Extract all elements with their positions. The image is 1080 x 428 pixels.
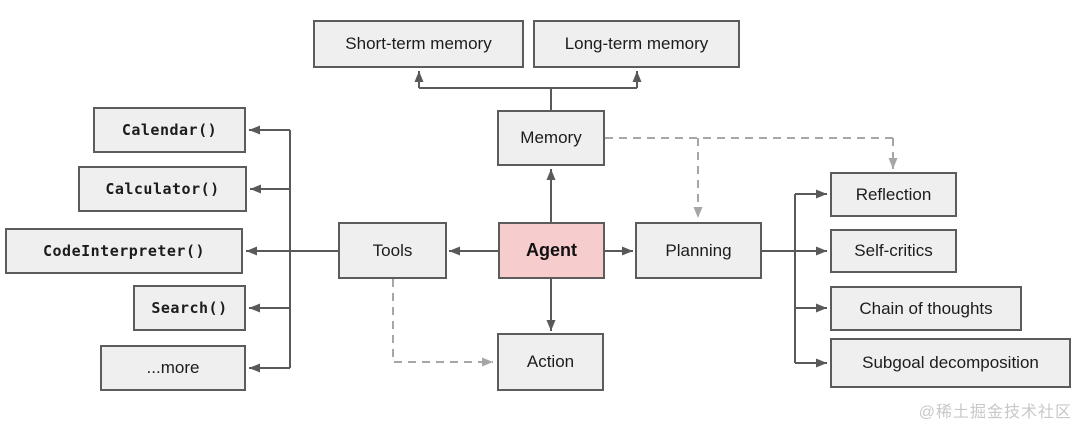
node-long-term-memory: Long-term memory [533,20,740,68]
node-planning: Planning [635,222,762,279]
node-calculator: Calculator() [78,166,247,212]
solid-connectors [246,71,827,373]
node-memory: Memory [497,110,605,166]
node-code-interpreter: CodeInterpreter() [5,228,243,274]
edge-tools-spine [289,130,338,368]
node-agent: Agent [498,222,605,279]
node-short-term-memory: Short-term memory [313,20,524,68]
watermark-text: @稀土掘金技术社区 [918,404,1072,421]
node-subgoal-decomposition: Subgoal decomposition [830,338,1071,388]
node-search: Search() [133,285,246,331]
node-chain-of-thoughts: Chain of thoughts [830,286,1022,331]
node-self-critics: Self-critics [830,229,957,273]
node-calendar: Calendar() [93,107,246,153]
node-reflection: Reflection [830,172,957,217]
node-tools: Tools [338,222,447,279]
edge-planning-spine [762,194,796,363]
edge-tools-to-action-dashed [392,279,493,367]
dashed-connectors [392,137,898,367]
node-action: Action [497,333,604,391]
node-more: ...more [100,345,246,391]
